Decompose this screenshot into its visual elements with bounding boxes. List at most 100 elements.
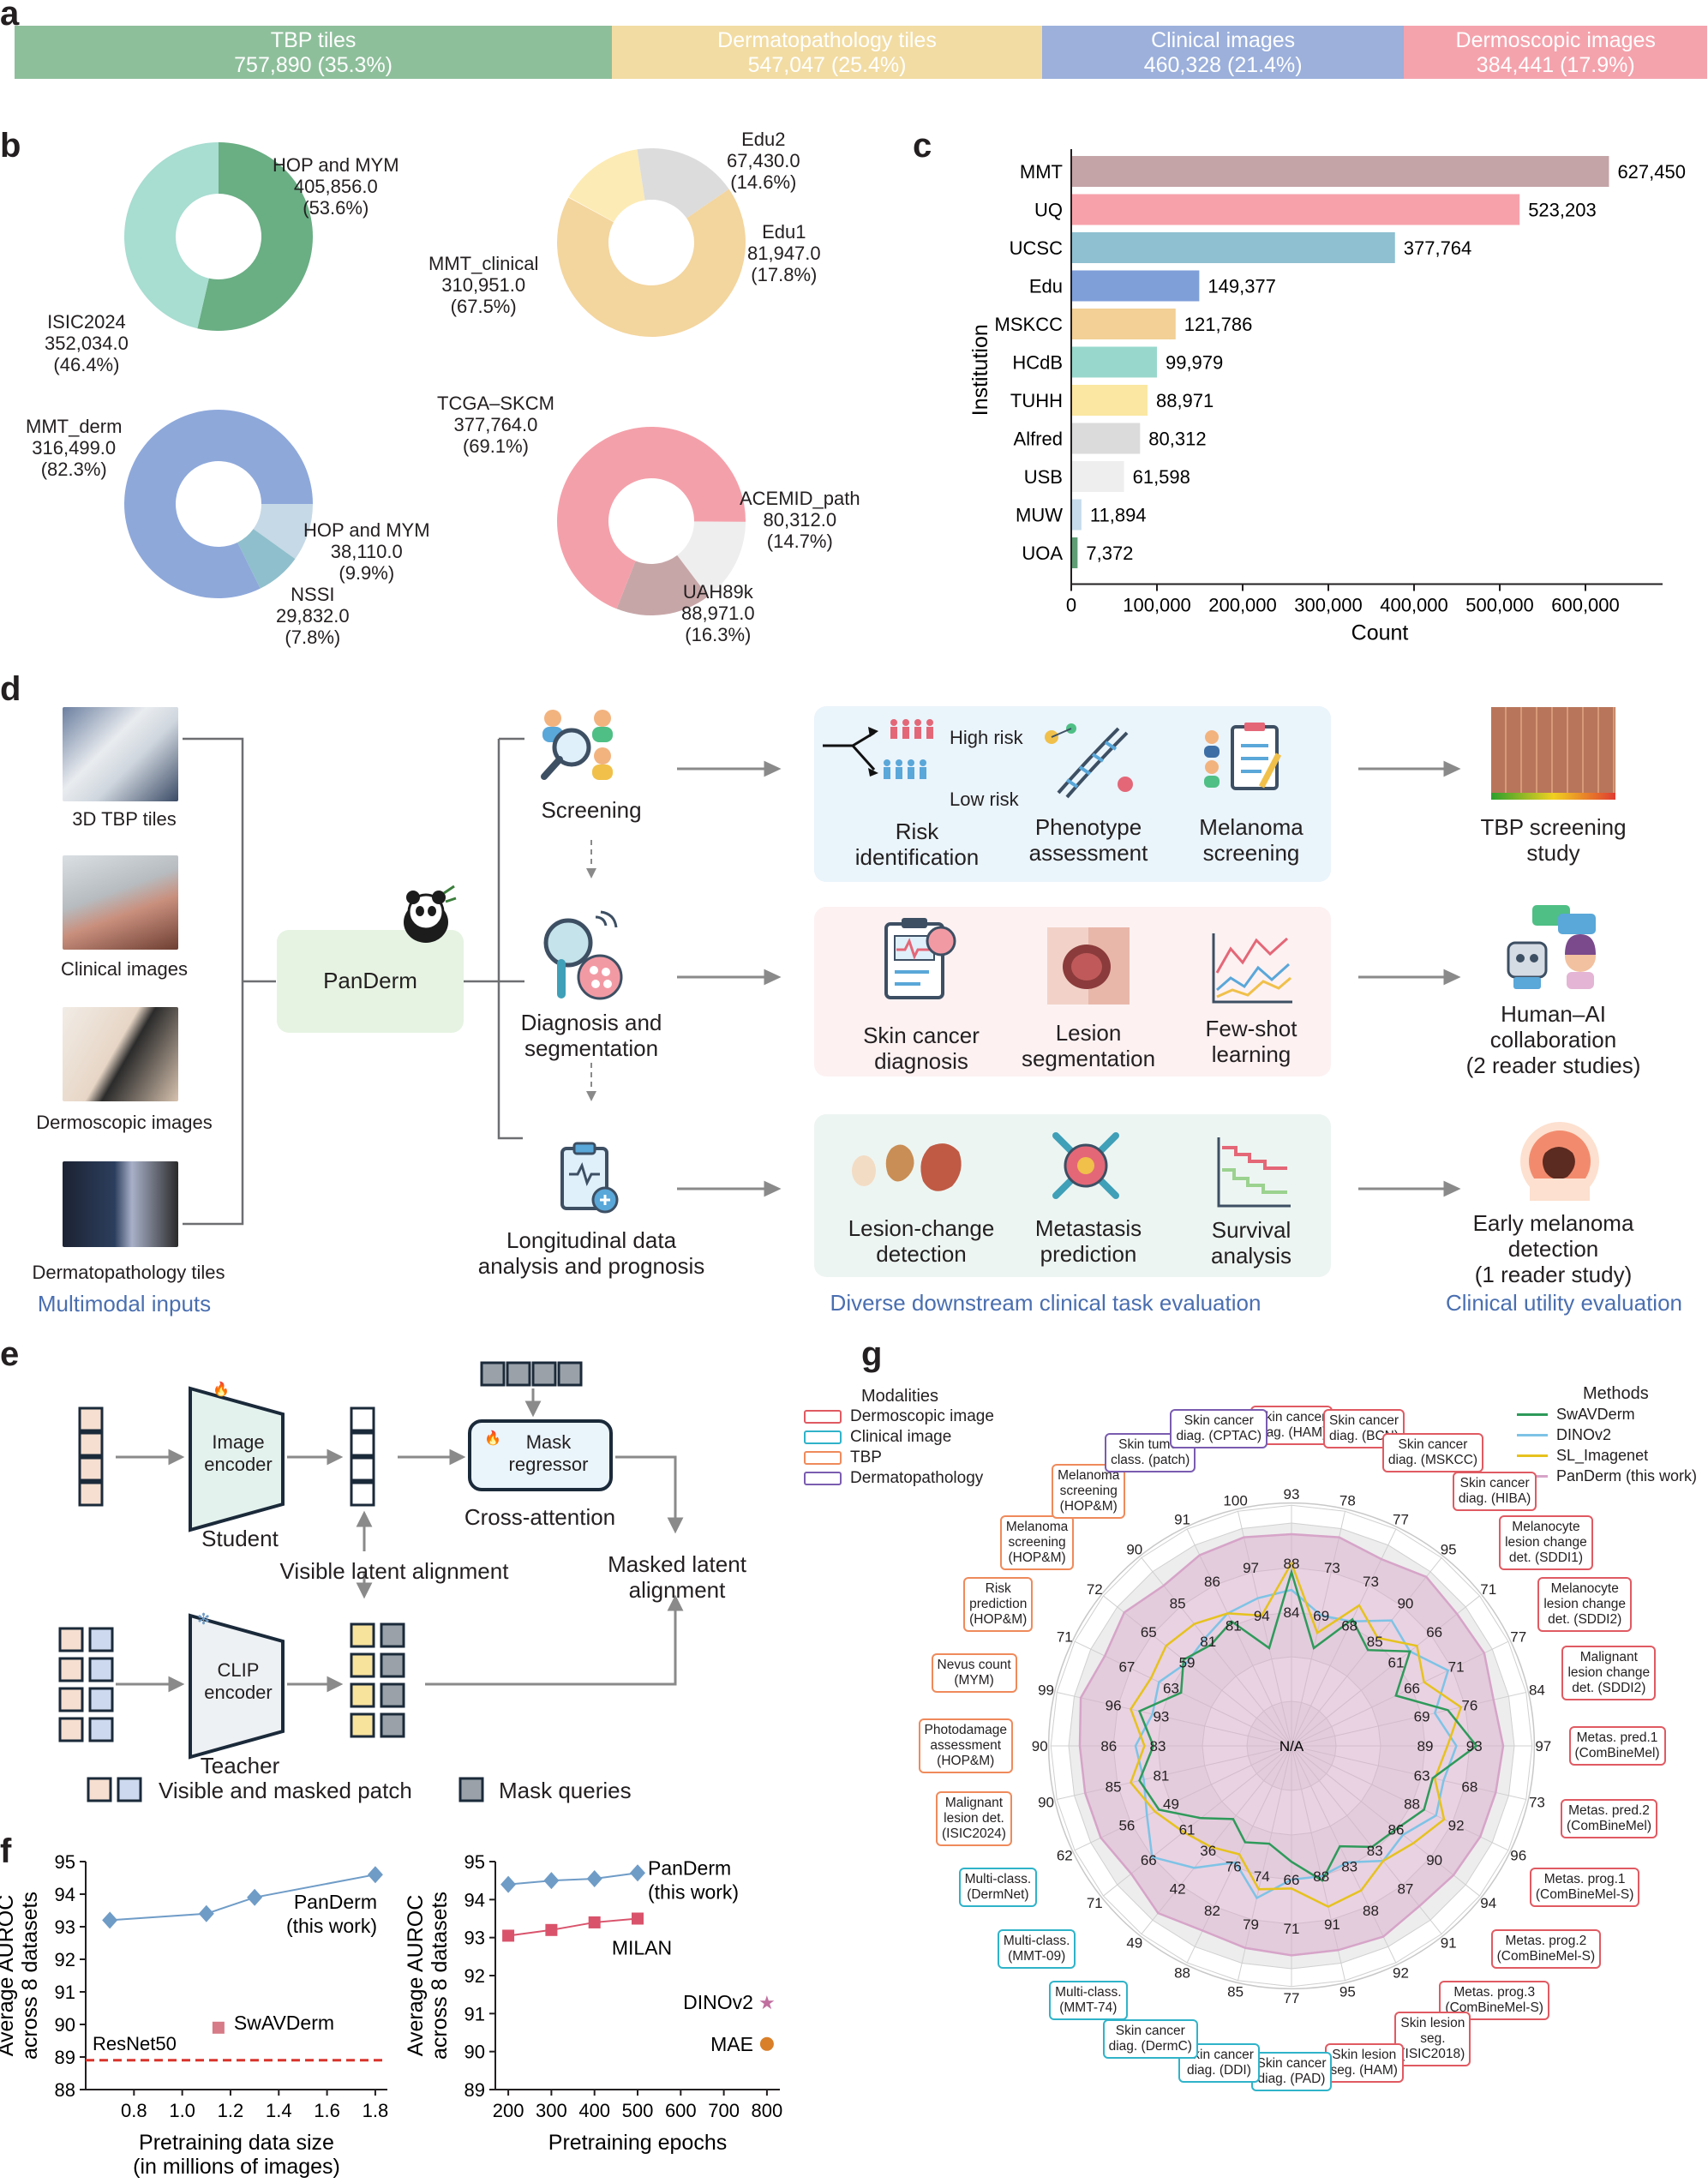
- radar-value-label: 95: [1441, 1541, 1457, 1557]
- survival-icon: [1215, 1136, 1292, 1208]
- radar-spoke: [1186, 1528, 1292, 1747]
- segment-label: Clinical images: [1151, 28, 1296, 52]
- radar-spoke: [1291, 1511, 1345, 1747]
- stage-longitudinal: Longitudinal data analysis and prognosis: [477, 1227, 705, 1279]
- bar: [1071, 270, 1200, 302]
- phenotype-icon: [1041, 720, 1136, 801]
- radar-value-label: 97: [1535, 1738, 1551, 1754]
- radar-value-label: 77: [1284, 1990, 1300, 2006]
- value-label: 523,203: [1528, 200, 1597, 221]
- legend-patch-label: Visible and masked patch: [159, 1778, 412, 1803]
- radar-value-label: 95: [1339, 1983, 1356, 2000]
- category-label: MSKCC: [995, 314, 1064, 335]
- radar-outer-circle: [1047, 1502, 1536, 1990]
- radar-value-label: 83: [1150, 1738, 1166, 1754]
- donut-clinical: [557, 148, 746, 337]
- x-tick-label: 0.8: [121, 2100, 147, 2121]
- radar-value-label: 91: [1174, 1511, 1190, 1527]
- donut-slice: [616, 555, 709, 615]
- series-point: [630, 1864, 645, 1882]
- x-tick-label: 1.0: [169, 2100, 195, 2121]
- radar-spoke: [1291, 1692, 1526, 1747]
- tasks-caption: Diverse downstream clinical task evaluat…: [830, 1290, 1262, 1316]
- radar-axis-tag: Metas. pred.1(ComBineMel): [1568, 1726, 1666, 1766]
- radar-spoke: [1103, 1595, 1292, 1747]
- radar-value-label: 62: [1057, 1847, 1073, 1863]
- radar-value-label: 85: [1106, 1778, 1122, 1795]
- radar-value-label: 82: [1204, 1903, 1220, 1919]
- y-axis-title: across 8 datasets: [18, 1892, 42, 2060]
- panel-label-g: g: [861, 1335, 883, 1373]
- teacher-label: Teacher: [200, 1753, 280, 1778]
- radar-value-label: 66: [1284, 1872, 1300, 1888]
- radar-value-label: 73: [1324, 1560, 1340, 1576]
- x-tick-label: 800: [752, 2100, 783, 2121]
- radar-value-label: 72: [1087, 1581, 1103, 1598]
- task-lesion-change: Lesion-change detection: [848, 1215, 995, 1267]
- radar-series: [1137, 1568, 1478, 1882]
- series-point: [367, 1866, 383, 1884]
- radar-center-label: N/A: [1280, 1738, 1304, 1754]
- radar-spoke: [1291, 1745, 1397, 1964]
- radar-value-label: 71: [1057, 1629, 1073, 1646]
- radar-value-label: 88: [1174, 1965, 1190, 1982]
- diagnosis-icon: [536, 909, 626, 1003]
- donut-slice: [637, 148, 729, 219]
- risk-identification-icon: [818, 711, 947, 806]
- bar: [1071, 499, 1082, 531]
- value-label: 80,312: [1148, 429, 1206, 450]
- series-point: [102, 1911, 118, 1929]
- donut-slice: [197, 142, 314, 331]
- panderm-model-box: PanDerm: [277, 930, 464, 1033]
- radar-spoke: [1291, 1745, 1509, 1851]
- radar-spoke: [1057, 1745, 1292, 1800]
- radar-axis-tag: Metas. prog.1(ComBineMel-S): [1529, 1867, 1640, 1907]
- y-tick-label: 90: [464, 2042, 485, 2063]
- outcomes-caption: Clinical utility evaluation: [1445, 1290, 1683, 1316]
- task-melanoma-screening: Melanoma screening: [1199, 814, 1303, 866]
- radar-spoke: [1291, 1557, 1442, 1747]
- radar-spoke: [1141, 1745, 1292, 1934]
- radar-value-label: 74: [1254, 1868, 1270, 1885]
- series-label: PanDerm: [648, 1856, 731, 1879]
- radar-value-label: 87: [1397, 1881, 1413, 1898]
- x-tick-label: 600,000: [1551, 595, 1620, 616]
- outcome-human-ai: Human–AI collaboration (2 reader studies…: [1465, 1001, 1641, 1078]
- radar-value-label: 66: [1426, 1624, 1442, 1640]
- input-label-pathology: Dermatopathology tiles: [32, 1262, 225, 1283]
- radar-spoke: [1074, 1640, 1292, 1747]
- microscope-image: [63, 1161, 178, 1247]
- radar-value-label: 83: [1367, 1843, 1383, 1859]
- radar-value-label: 90: [1032, 1738, 1048, 1754]
- value-label: 99,979: [1166, 352, 1223, 374]
- radar-value-label: 99: [1038, 1682, 1054, 1699]
- dermoscope-image: [63, 1007, 178, 1101]
- legend-swatch: [804, 1430, 842, 1444]
- x-tick-label: 700: [708, 2100, 740, 2121]
- x-axis-title: Pretraining data size: [139, 2131, 334, 2155]
- radar-axis-tag: Multi-class.(DermNet): [958, 1867, 1038, 1907]
- radar-value-label: 79: [1243, 1916, 1259, 1933]
- radar-value-label: 88: [1313, 1868, 1329, 1885]
- y-tick-label: 94: [464, 1889, 485, 1910]
- segment-value: 547,047 (25.4%): [747, 53, 907, 77]
- radar-value-label: 94: [1480, 1895, 1496, 1911]
- radar-axis-tag: Multi-class.(MMT-74): [1049, 1981, 1128, 2021]
- modality-legend-item: Dermoscopic image: [804, 1406, 994, 1427]
